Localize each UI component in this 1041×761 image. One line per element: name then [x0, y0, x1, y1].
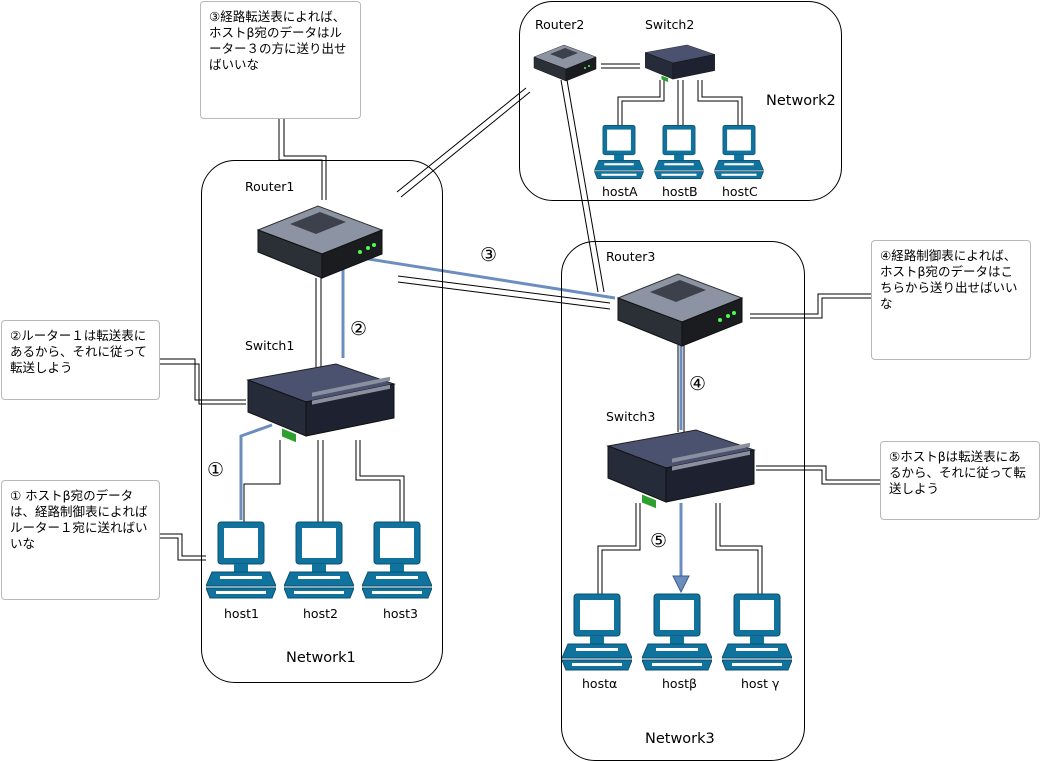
switch1-label: Switch1 [245, 338, 295, 353]
network3-label: Network3 [645, 731, 715, 747]
hostA-label: hostA [602, 184, 638, 199]
connector-note5-switch3 [756, 465, 880, 485]
host-beta-label: hostβ [662, 676, 697, 691]
host2-icon[interactable] [284, 520, 354, 600]
connector-note4-router3 [750, 293, 871, 319]
step-5-marker: ⑤ [650, 530, 668, 552]
router1-icon[interactable] [250, 200, 390, 280]
link-router1-switch1 [315, 278, 322, 368]
host1-icon[interactable] [206, 520, 276, 600]
connector-note1-host1 [160, 533, 206, 561]
switch1-icon[interactable] [246, 362, 396, 442]
host-alpha-icon[interactable] [562, 592, 632, 672]
step-1-marker: ① [207, 459, 225, 481]
host2-label: host2 [303, 606, 338, 621]
forwarding-path [239, 256, 683, 578]
note-step2: ②ルーター１は転送表にあるから、それに従って転送しよう [1, 320, 160, 400]
host-alpha-label: hostα [582, 676, 618, 691]
link-router2-switch2 [601, 63, 640, 69]
note-step1: ① ホストβ宛のデータは、経路制御表によればルーター１宛に送ればいいな [1, 480, 160, 600]
links-switch3-hosts [597, 503, 763, 595]
network1-label: Network1 [286, 650, 356, 666]
network1-box [201, 160, 443, 683]
hostC-icon[interactable] [713, 124, 765, 180]
hostC-label: hostC [722, 184, 758, 199]
network2-label: Network2 [766, 93, 836, 109]
link-router3-switch3 [677, 345, 685, 432]
host-beta-icon[interactable] [642, 592, 712, 672]
step-2-marker: ② [350, 318, 368, 340]
router3-label: Router3 [606, 249, 656, 264]
switch2-icon[interactable] [640, 44, 720, 82]
step-4-marker: ④ [689, 373, 707, 395]
path-arrowhead [672, 575, 690, 594]
router3-icon[interactable] [610, 268, 750, 348]
switch2-label: Switch2 [645, 17, 695, 32]
note-step5: ⑤ホストβは転送表にあるから、それに従って転送しよう [880, 441, 1040, 520]
router1-label: Router1 [245, 179, 295, 194]
host-gamma-icon[interactable] [722, 592, 792, 672]
links-switch1-hosts [243, 440, 405, 523]
host3-icon[interactable] [362, 520, 432, 600]
note-step4: ④経路制御表によれば、ホストβ宛のデータはこちらから送り出せばいいな [871, 240, 1031, 360]
network2-box [519, 1, 842, 201]
hostA-icon[interactable] [593, 124, 645, 180]
links-switch2-hosts [617, 80, 743, 128]
hostB-icon[interactable] [653, 124, 705, 180]
router2-label: Router2 [535, 17, 585, 32]
hostB-label: hostB [662, 184, 698, 199]
step-3-marker: ③ [480, 244, 498, 266]
router2-icon[interactable] [526, 42, 604, 82]
link-router1-router3 [397, 275, 611, 310]
note-step3: ③経路転送表によれば、ホストβ宛のデータはルーター３の方に送り出せばいいな [200, 1, 361, 119]
switch3-label: Switch3 [606, 409, 656, 424]
host3-label: host3 [383, 606, 418, 621]
host1-label: host1 [224, 606, 259, 621]
connector-note2-switch1 [160, 358, 246, 405]
host-gamma-label: host γ [741, 676, 780, 691]
switch3-icon[interactable] [606, 428, 756, 508]
